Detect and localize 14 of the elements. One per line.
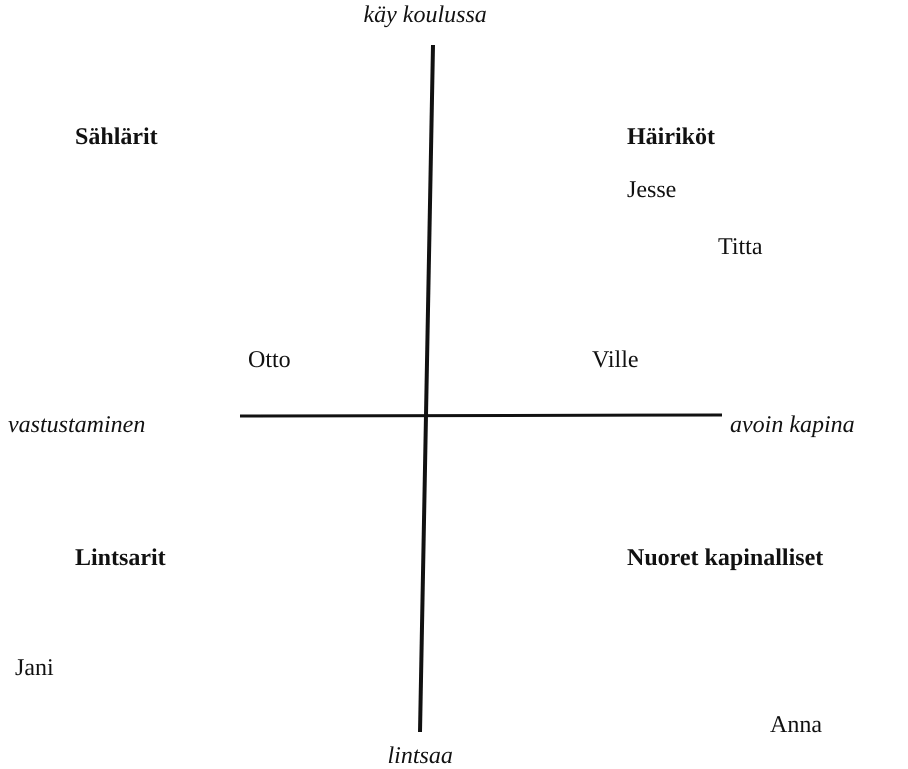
person-name: Anna (770, 711, 822, 739)
person-name: Otto (248, 346, 291, 374)
axis-label: lintsaa (388, 742, 453, 769)
person-name: Titta (718, 233, 762, 261)
quadrant-title: Lintsarit (75, 544, 166, 572)
person-name: Jani (15, 654, 54, 682)
axis-label: käy koulussa (364, 1, 487, 29)
quadrant-title: Sählärit (75, 123, 158, 151)
person-name: Ville (592, 346, 639, 374)
quadrant-title: Häiriköt (627, 123, 715, 151)
axis-label: vastustaminen (8, 411, 146, 439)
quadrant-title: Nuoret kapinalliset (627, 544, 824, 572)
person-name: Jesse (627, 176, 676, 204)
axis-label: avoin kapina (730, 411, 855, 439)
